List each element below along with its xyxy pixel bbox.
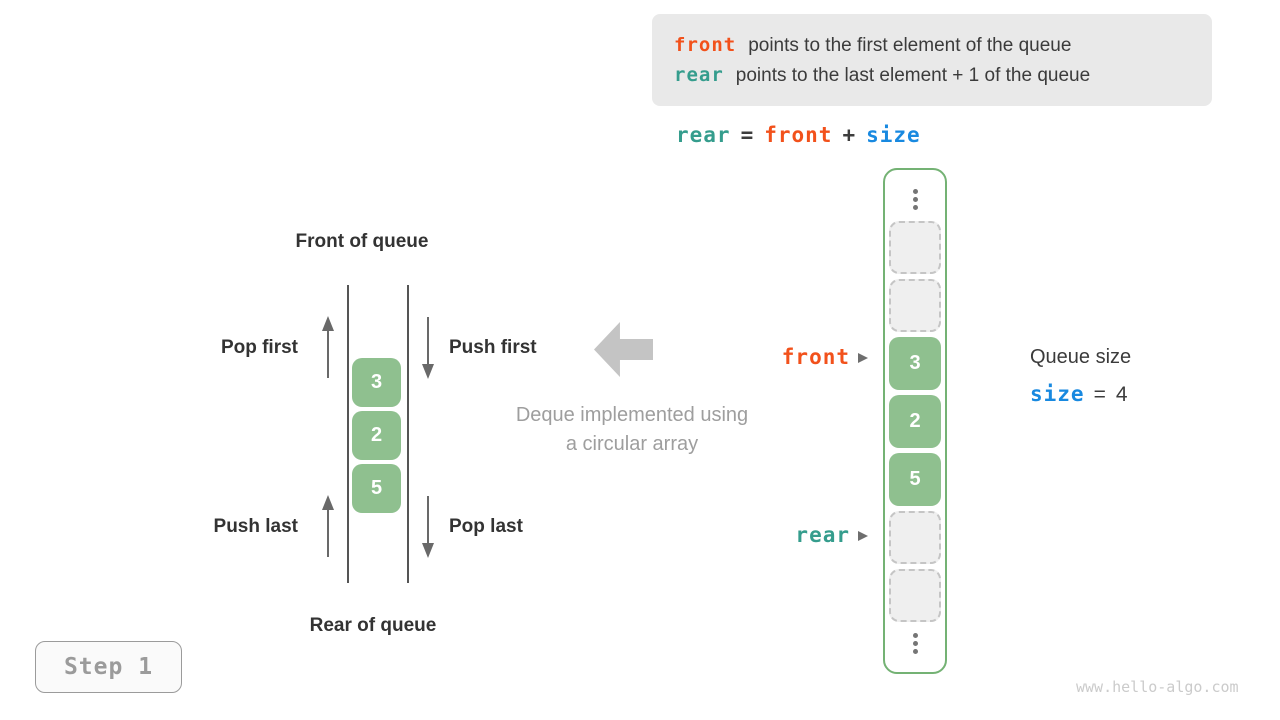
deque-cell-1: 2 <box>352 411 401 460</box>
size-equals: = <box>1093 383 1107 406</box>
step-badge: Step 1 <box>35 641 182 693</box>
ellipsis-bottom-icon <box>912 627 918 660</box>
rear-explanation-line: rear points to the last element + 1 of th… <box>674 64 1212 87</box>
deque-channel-right-line <box>407 285 409 583</box>
formula-size: size <box>866 123 921 147</box>
size-variable: size <box>1030 382 1085 406</box>
formula-plus: + <box>842 123 857 147</box>
push-first-down-arrow-icon <box>422 317 434 379</box>
formula-equals: = <box>740 123 755 147</box>
front-explanation-text: points to the first element of the queue <box>748 34 1072 56</box>
queue-size-title: Queue size <box>1030 346 1132 368</box>
array-cell-value-3: 3 <box>889 336 941 390</box>
formula-rear: rear <box>676 123 731 147</box>
pop-first-up-arrow-icon <box>322 316 334 378</box>
rear-explanation-text: points to the last element + 1 of the qu… <box>735 64 1091 86</box>
array-cell-empty-3 <box>889 568 941 622</box>
ellipsis-top-icon <box>912 183 918 216</box>
left-block-arrow-icon <box>594 322 653 377</box>
deque-cells: 3 2 5 <box>352 358 401 513</box>
deque-cell-2: 5 <box>352 464 401 513</box>
front-explanation-line: front points to the first element of the … <box>674 34 1212 57</box>
array-cell-empty-1 <box>889 278 941 332</box>
front-pointer-label: front <box>698 345 868 370</box>
deque-cell-0: 3 <box>352 358 401 407</box>
front-pointer-arrow-icon <box>858 353 868 363</box>
pop-last-down-arrow-icon <box>422 496 434 558</box>
caption: Deque implemented using a circular array <box>482 401 782 459</box>
array-cell-value-5: 5 <box>889 452 941 506</box>
rear-pointer-text: rear <box>795 523 850 547</box>
caption-line-1: Deque implemented using <box>515 404 749 426</box>
push-first-label: Push first <box>449 337 537 358</box>
rear-pointer-label: rear <box>698 523 868 548</box>
watermark: www.hello-algo.com <box>1076 678 1239 696</box>
pop-first-label: Pop first <box>220 337 298 358</box>
push-last-up-arrow-icon <box>322 495 334 557</box>
front-of-queue-label: Front of queue <box>295 231 429 252</box>
rear-keyword: rear <box>674 63 724 86</box>
push-last-label: Push last <box>213 516 298 537</box>
pointer-formula: rear = front + size <box>676 123 931 147</box>
formula-front: front <box>764 123 833 147</box>
array-cell-value-2: 2 <box>889 394 941 448</box>
caption-line-2: a circular array <box>565 433 699 455</box>
pointer-explanation-box: front points to the first element of the … <box>652 14 1212 106</box>
array-cell-empty-2 <box>889 510 941 564</box>
array-cell-empty-0 <box>889 220 941 274</box>
queue-size-value-row: size = 4 <box>1030 382 1138 407</box>
pop-last-label: Pop last <box>449 516 523 537</box>
rear-of-queue-label: Rear of queue <box>309 615 437 636</box>
rear-pointer-arrow-icon <box>858 531 868 541</box>
circular-array: 3 2 5 <box>883 168 947 674</box>
size-value: 4 <box>1115 383 1129 406</box>
front-keyword: front <box>674 33 737 56</box>
front-pointer-text: front <box>781 345 850 369</box>
deque-channel-left-line <box>347 285 349 583</box>
